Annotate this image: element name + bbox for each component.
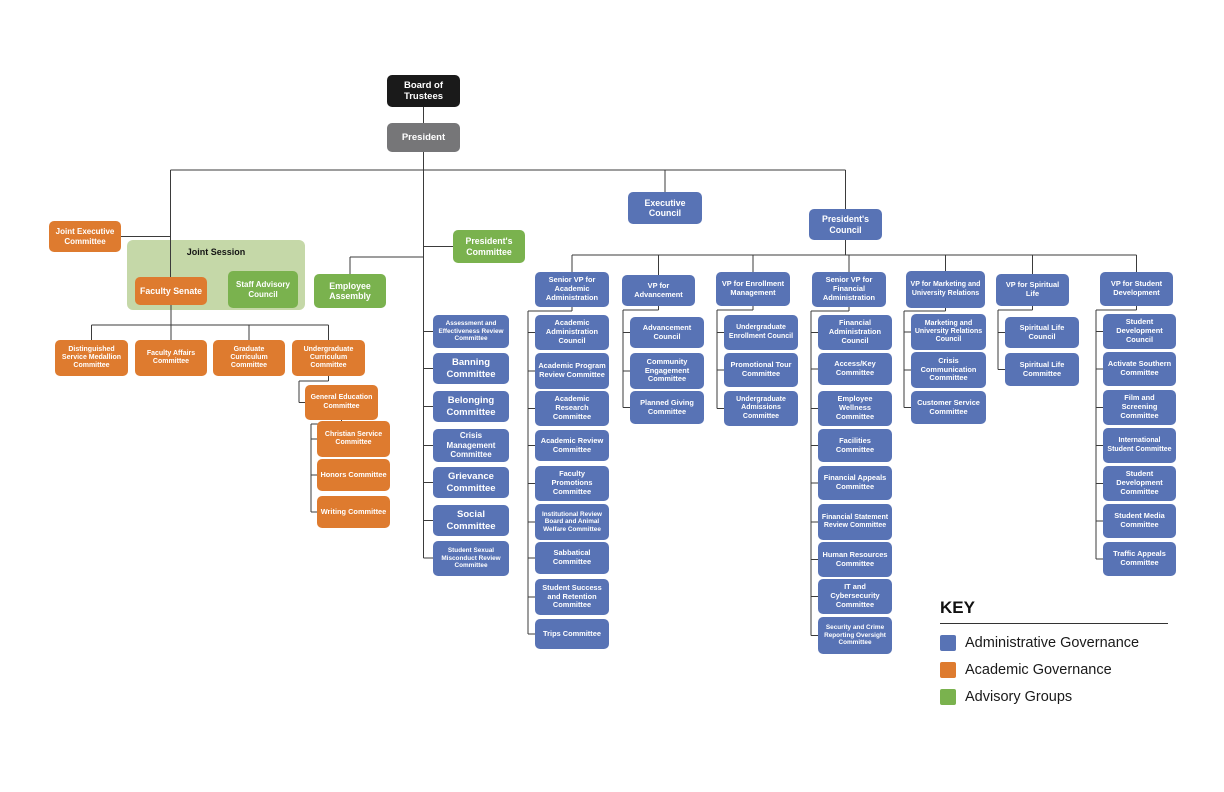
node-executive-council: Executive Council <box>628 192 702 224</box>
node-vp-advancement: VP for Advancement <box>622 275 695 306</box>
node-international-student-committee: International Student Committee <box>1103 428 1176 463</box>
joint-session-label: Joint Session <box>186 247 246 257</box>
node-presidents-council: President's Council <box>809 209 882 240</box>
node-general-education-committee: General Education Committee <box>305 385 378 420</box>
legend-item-advisory: Advisory Groups <box>940 689 1168 705</box>
node-student-development-council: Student Development Council <box>1103 314 1176 349</box>
node-crisis-management-committee: Crisis Management Committee <box>433 429 509 462</box>
legend-label-administrative: Administrative Governance <box>965 635 1140 651</box>
node-academic-administration-council: Academic Administration Council <box>535 315 609 350</box>
node-promotional-tour-committee: Promotional Tour Committee <box>724 353 798 387</box>
node-student-development-committee: Student Development Committee <box>1103 466 1176 501</box>
node-spiritual-life-committee: Spiritual Life Committee <box>1005 353 1079 386</box>
legend-heading: KEY <box>940 598 1168 624</box>
legend-swatch-advisory <box>940 689 956 705</box>
node-community-engagement-committee: Community Engagement Committee <box>630 353 704 389</box>
node-undergraduate-enrollment-council: Undergraduate Enrollment Council <box>724 315 798 350</box>
node-belonging-committee: Belonging Committee <box>433 391 509 422</box>
legend-swatch-administrative <box>940 635 956 651</box>
legend: KEY Administrative Governance Academic G… <box>940 598 1168 716</box>
node-film-and-screening-committee: Film and Screening Committee <box>1103 390 1176 425</box>
node-social-committee: Social Committee <box>433 505 509 536</box>
node-vp-student-development: VP for Student Development <box>1100 272 1173 306</box>
node-joint-executive-committee: Joint Executive Committee <box>49 221 121 252</box>
node-writing-committee: Writing Committee <box>317 496 390 528</box>
node-undergraduate-curriculum-committee: Undergraduate Curriculum Committee <box>292 340 365 376</box>
legend-swatch-academic <box>940 662 956 678</box>
legend-item-administrative: Administrative Governance <box>940 635 1168 651</box>
node-human-resources-committee: Human Resources Committee <box>818 542 892 577</box>
node-sabbatical-committee: Sabbatical Committee <box>535 542 609 574</box>
node-planned-giving-committee: Planned Giving Committee <box>630 391 704 424</box>
node-access-key-committee: Access/Key Committee <box>818 353 892 385</box>
node-board-of-trustees: Board of Trustees <box>387 75 460 107</box>
node-graduate-curriculum-committee: Graduate Curriculum Committee <box>213 340 285 376</box>
node-vp-marketing-university-relations: VP for Marketing and University Relation… <box>906 271 985 308</box>
node-distinguished-service-medallion-committee: Distinguished Service Medallion Committe… <box>55 340 128 376</box>
node-christian-service-committee: Christian Service Committee <box>317 421 390 457</box>
node-faculty-senate: Faculty Senate <box>135 277 207 305</box>
node-facilities-committee: Facilities Committee <box>818 429 892 462</box>
node-academic-research-committee: Academic Research Committee <box>535 391 609 426</box>
node-faculty-affairs-committee: Faculty Affairs Committee <box>135 340 207 376</box>
node-student-success-and-retention-committee: Student Success and Retention Committee <box>535 579 609 615</box>
node-advancement-council: Advancement Council <box>630 317 704 348</box>
node-undergraduate-admissions-committee: Undergraduate Admissions Committee <box>724 391 798 426</box>
legend-label-advisory: Advisory Groups <box>965 689 1073 705</box>
node-financial-appeals-committee: Financial Appeals Committee <box>818 466 892 500</box>
node-crisis-communication-committee: Crisis Communication Committee <box>911 352 986 388</box>
node-assessment-and-effectiveness-review-committee: Assessment and Effectiveness Review Comm… <box>433 315 509 348</box>
node-financial-statement-review-committee: Financial Statement Review Committee <box>818 504 892 540</box>
node-academic-review-committee: Academic Review Committee <box>535 430 609 461</box>
node-honors-committee: Honors Committee <box>317 459 390 491</box>
node-security-and-crime-reporting-oversight-committee: Security and Crime Reporting Oversight C… <box>818 617 892 654</box>
node-spiritual-life-council: Spiritual Life Council <box>1005 317 1079 348</box>
node-employee-wellness-committee: Employee Wellness Committee <box>818 391 892 426</box>
node-academic-program-review-committee: Academic Program Review Committee <box>535 353 609 389</box>
node-grievance-committee: Grievance Committee <box>433 467 509 498</box>
node-president: President <box>387 123 460 152</box>
node-it-and-cybersecurity-committee: IT and Cybersecurity Committee <box>818 579 892 614</box>
node-vp-spiritual-life: VP for Spiritual Life <box>996 274 1069 306</box>
legend-label-academic: Academic Governance <box>965 662 1112 678</box>
node-faculty-promotions-committee: Faculty Promotions Committee <box>535 466 609 501</box>
node-activate-southern-committee: Activate Southern Committee <box>1103 352 1176 386</box>
node-trips-committee: Trips Committee <box>535 619 609 649</box>
node-financial-administration-council: Financial Administration Council <box>818 315 892 350</box>
node-staff-advisory-council: Staff Advisory Council <box>228 271 298 308</box>
node-student-media-committee: Student Media Committee <box>1103 504 1176 538</box>
node-institutional-review-board-animal-welfare-committee: Institutional Review Board and Animal We… <box>535 504 609 540</box>
node-senior-vp-financial-administration: Senior VP for Financial Administration <box>812 272 886 307</box>
node-banning-committee: Banning Committee <box>433 353 509 384</box>
legend-item-academic: Academic Governance <box>940 662 1168 678</box>
node-traffic-appeals-committee: Traffic Appeals Committee <box>1103 542 1176 576</box>
node-employee-assembly: Employee Assembly <box>314 274 386 308</box>
node-customer-service-committee: Customer Service Committee <box>911 391 986 424</box>
node-marketing-and-university-relations-council: Marketing and University Relations Counc… <box>911 314 986 350</box>
node-presidents-committee: President's Committee <box>453 230 525 263</box>
node-vp-enrollment-management: VP for Enrollment Management <box>716 272 790 306</box>
node-senior-vp-academic-administration: Senior VP for Academic Administration <box>535 272 609 307</box>
node-student-sexual-misconduct-review-committee: Student Sexual Misconduct Review Committ… <box>433 541 509 576</box>
